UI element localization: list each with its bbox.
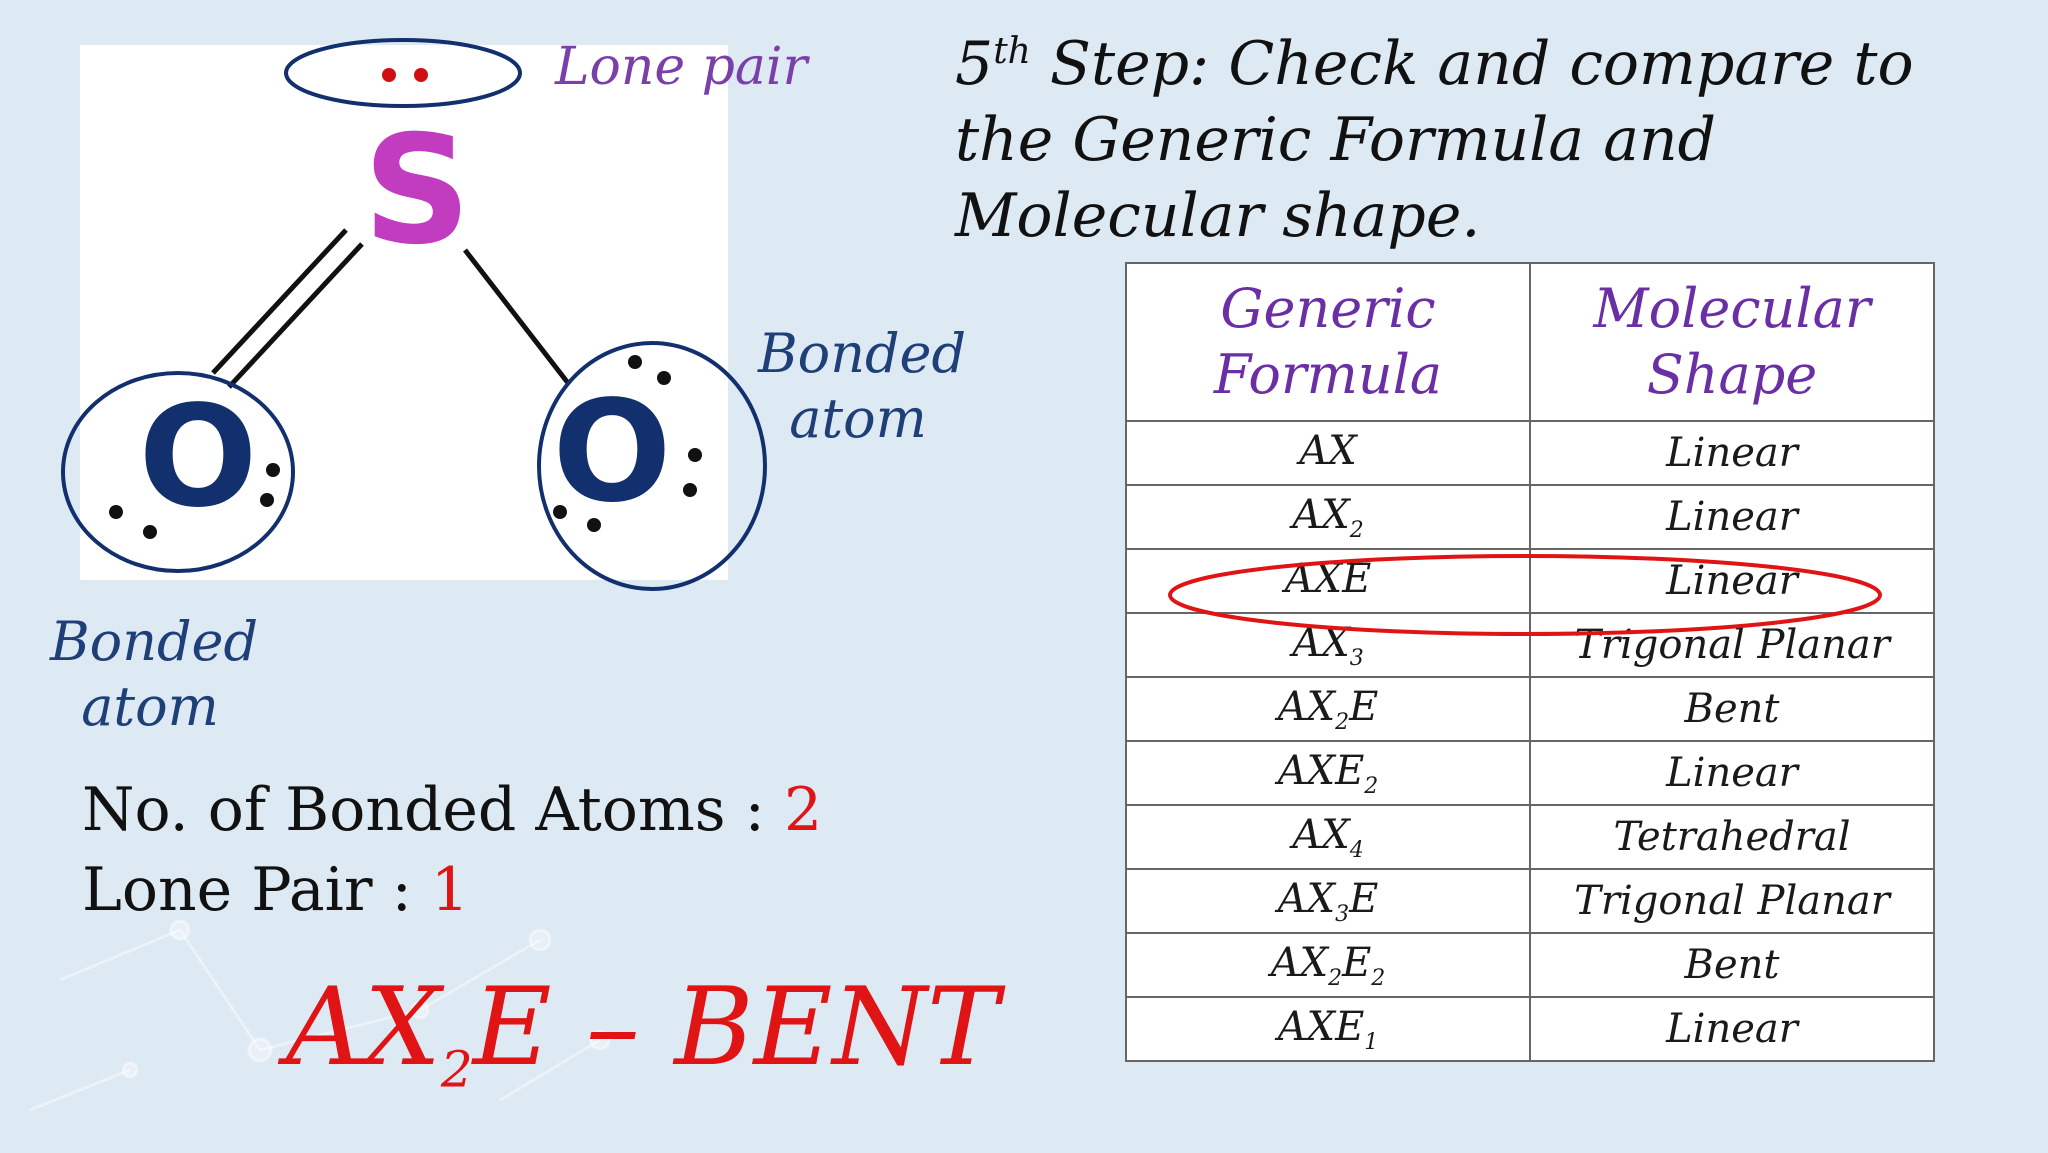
formula-text: AX [1270,939,1329,986]
table-row: AXE Linear [1125,548,1935,614]
shape-cell: Linear [1529,548,1935,614]
shape-cell: Bent [1529,676,1935,742]
step-number: 5 [955,29,994,99]
shape-cell: Linear [1529,740,1935,806]
formula-subscript: 2 [1335,709,1350,735]
result-formula-subscript: 2 [440,1040,473,1099]
formula-subscript: 2 [1349,517,1364,543]
result-formula-main: AX [286,965,441,1090]
electron-dot [553,505,567,519]
formula-cell: AX2 [1125,484,1531,550]
shape-cell: Linear [1529,420,1935,486]
formula-cell: AX2E2 [1125,932,1531,998]
formula-text: AX [1277,683,1336,730]
bonded-atom-label-left: Bonded atom [50,610,259,738]
right-oxygen-circle [537,341,767,591]
formula-subscript: 3 [1335,901,1350,927]
shape-cell: Linear [1529,484,1935,550]
double-bond-line [211,228,348,375]
formula-text: E [1349,683,1379,730]
electron-dot [628,355,642,369]
right-oxygen-atom: O [552,371,671,534]
step-heading: 5th Step: Check and compare to the Gener… [955,14,2015,254]
formula-text: AX [1292,491,1350,538]
formula-cell: AX2E [1125,676,1531,742]
step-heading-text: Step: Check and compare to the Generic F… [955,29,1914,251]
lone-pair-label: Lone pair [555,37,808,97]
formula-cell: AXE [1125,548,1531,614]
formula-cell: AX4 [1125,804,1531,870]
header-generic-formula: Generic Formula [1125,262,1531,422]
lone-pair-ellipse [284,38,522,108]
formula-text: AX [1292,619,1350,666]
formula-text: AX [1299,427,1357,474]
electron-dot [683,483,697,497]
table-header-row: Generic Formula Molecular Shape [1125,262,1935,422]
bonded-atoms-count: No. of Bonded Atoms : 2 [82,775,822,845]
formula-text: E [1342,939,1372,986]
table-row: AX Linear [1125,420,1935,486]
left-oxygen-circle [61,371,295,573]
electron-dot [260,493,274,507]
result-shape: BENT [674,965,999,1090]
formula-cell: AXE2 [1125,740,1531,806]
formula-cell: AX3 [1125,612,1531,678]
sulfur-atom: S [363,104,471,278]
single-bond-line [463,248,570,385]
shape-cell: Bent [1529,932,1935,998]
formula-text: AXE [1284,555,1372,602]
electron-dot [587,518,601,532]
structure-background [80,45,728,580]
formula-cell: AXE1 [1125,996,1531,1062]
electron-dot [109,505,123,519]
formula-shape-table: Generic Formula Molecular Shape AX Linear… [1125,262,1935,1062]
result-separator: – [551,965,675,1090]
formula-text: AXE [1277,1003,1365,1050]
formula-subscript: 1 [1364,1029,1379,1055]
lone-pair-electron [414,68,428,82]
shape-cell: Trigonal Planar [1529,868,1935,934]
formula-subscript: 4 [1349,837,1364,863]
formula-subscript: 2 [1371,965,1386,991]
shape-cell: Tetrahedral [1529,804,1935,870]
result-formula: AX2E – BENT [286,965,999,1099]
left-oxygen-atom: O [138,376,257,539]
lewis-structure: S O O [61,38,767,591]
result-formula-e: E [472,965,552,1090]
electron-dot [657,371,671,385]
lone-pair-electron [382,68,396,82]
formula-subscript: 2 [1364,773,1379,799]
formula-text: AX [1277,875,1336,922]
formula-text: AX [1292,811,1350,858]
electron-dot [688,448,702,462]
lone-pair-count-label: Lone Pair : [82,855,431,925]
electron-dot [266,463,280,477]
shape-cell: Trigonal Planar [1529,612,1935,678]
formula-subscript: 3 [1349,645,1364,671]
formula-subscript: 2 [1328,965,1343,991]
formula-cell: AX [1125,420,1531,486]
bonded-atom-label-right: Bonded atom [758,322,967,450]
lone-pair-count: Lone Pair : 1 [82,855,469,925]
step-suffix: th [993,31,1031,72]
double-bond-line [227,242,364,389]
bonded-atoms-label: No. of Bonded Atoms : [82,775,784,845]
electron-dot [143,525,157,539]
formula-text: E [1349,875,1379,922]
header-molecular-shape: Molecular Shape [1529,262,1935,422]
bonded-atoms-value: 2 [783,775,823,845]
formula-cell: AX3E [1125,868,1531,934]
formula-text: AXE [1277,747,1365,794]
lone-pair-count-value: 1 [430,855,470,925]
shape-cell: Linear [1529,996,1935,1062]
